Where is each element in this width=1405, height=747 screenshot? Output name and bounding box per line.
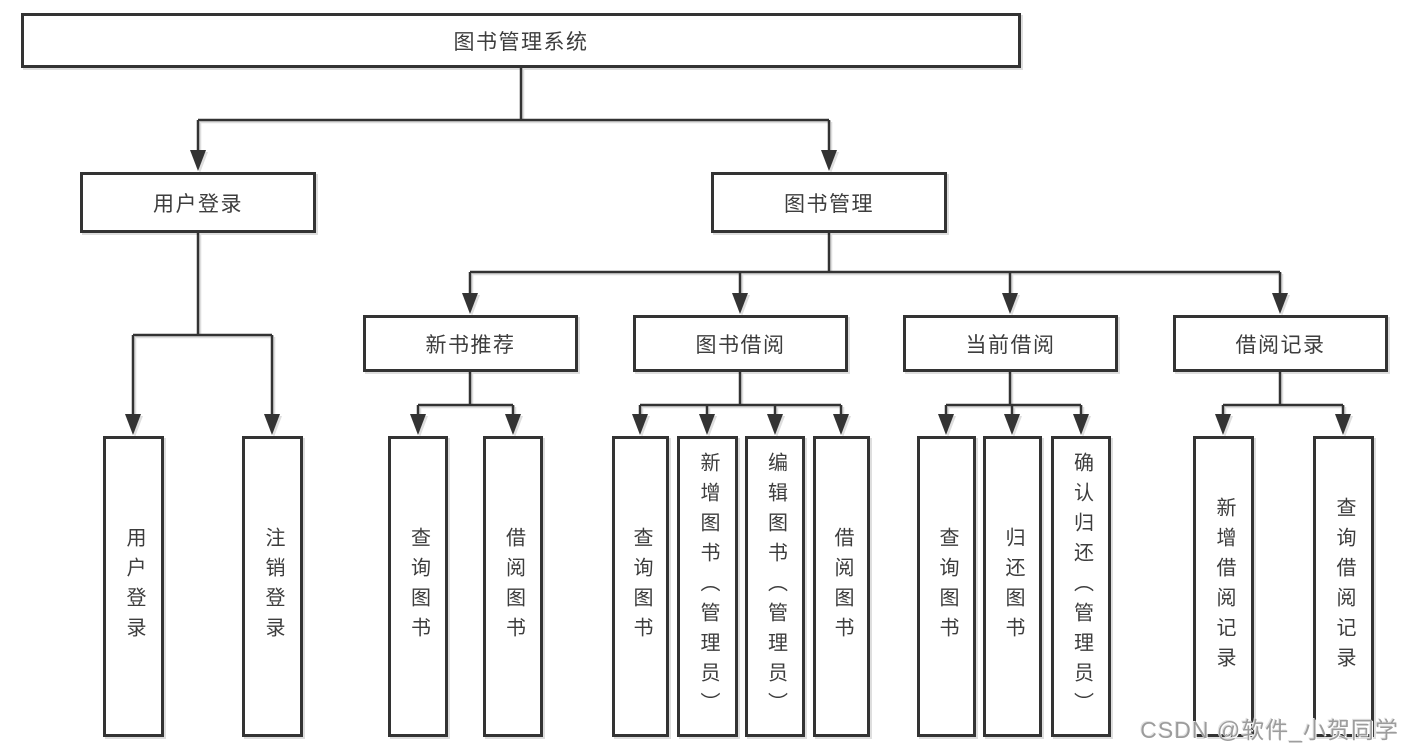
connector-root-to-level2 xyxy=(190,68,837,171)
node-book-management: 图书管理 xyxy=(711,172,947,233)
node-label: 当前借阅 xyxy=(965,333,1056,357)
node-current-borrow: 当前借阅 xyxy=(903,315,1118,372)
node-label: 查询图书 xyxy=(936,526,958,647)
leaf-borrow-books-newbook: 借阅图书 xyxy=(483,436,543,737)
node-label: 查询借阅记录 xyxy=(1333,496,1355,677)
leaf-edit-books-admin: 编辑图书（管理员） xyxy=(745,436,805,737)
leaf-user-login: 用户登录 xyxy=(103,436,164,737)
node-book-borrow: 图书借阅 xyxy=(633,315,848,372)
leaf-borrow-books-borrow: 借阅图书 xyxy=(813,436,870,737)
connector-book-management-branch xyxy=(462,233,1288,314)
connector-borrow-records-branch xyxy=(1215,372,1351,435)
node-label: 借阅图书 xyxy=(831,526,853,647)
leaf-add-borrow-record: 新增借阅记录 xyxy=(1193,436,1254,737)
csdn-watermark: CSDN @软件_小贺同学 xyxy=(1140,717,1399,743)
node-label: 用户登录 xyxy=(123,526,145,647)
node-label: 编辑图书（管理员） xyxy=(764,451,787,722)
connector-book-borrow-branch xyxy=(632,372,849,435)
node-label: 新增图书（管理员） xyxy=(697,451,719,722)
node-label: 确认归还（管理员） xyxy=(1070,451,1093,722)
leaf-query-borrow-record: 查询借阅记录 xyxy=(1313,436,1374,737)
connector-new-book-branch xyxy=(410,372,521,435)
node-label: 图书借阅 xyxy=(695,333,786,357)
node-borrow-records: 借阅记录 xyxy=(1173,315,1388,372)
node-user-login: 用户登录 xyxy=(80,172,316,233)
node-label: 新书推荐 xyxy=(425,333,516,357)
node-label: 用户登录 xyxy=(153,192,243,216)
connector-user-login-branch xyxy=(125,233,280,435)
node-label: 归还图书 xyxy=(1002,526,1024,647)
node-label: 查询图书 xyxy=(630,526,652,647)
node-label: 借阅记录 xyxy=(1235,333,1326,357)
leaf-logout: 注销登录 xyxy=(242,436,303,737)
leaf-add-books-admin: 新增图书（管理员） xyxy=(677,436,738,737)
leaf-return-books: 归还图书 xyxy=(983,436,1042,737)
node-root-library-system: 图书管理系统 xyxy=(21,13,1021,68)
node-label: 图书管理 xyxy=(784,192,874,216)
node-label: 注销登录 xyxy=(262,526,284,647)
connector-current-borrow-branch xyxy=(938,372,1089,435)
node-new-book-recommend: 新书推荐 xyxy=(363,315,578,372)
leaf-confirm-return-admin: 确认归还（管理员） xyxy=(1051,436,1111,737)
leaf-query-books-newbook: 查询图书 xyxy=(388,436,448,737)
node-label: 查询图书 xyxy=(407,526,430,647)
node-label: 图书管理系统 xyxy=(453,30,589,54)
leaf-query-books-borrow: 查询图书 xyxy=(612,436,669,737)
node-label: 借阅图书 xyxy=(502,526,525,647)
leaf-query-books-current: 查询图书 xyxy=(917,436,976,737)
node-label: 新增借阅记录 xyxy=(1213,496,1235,677)
